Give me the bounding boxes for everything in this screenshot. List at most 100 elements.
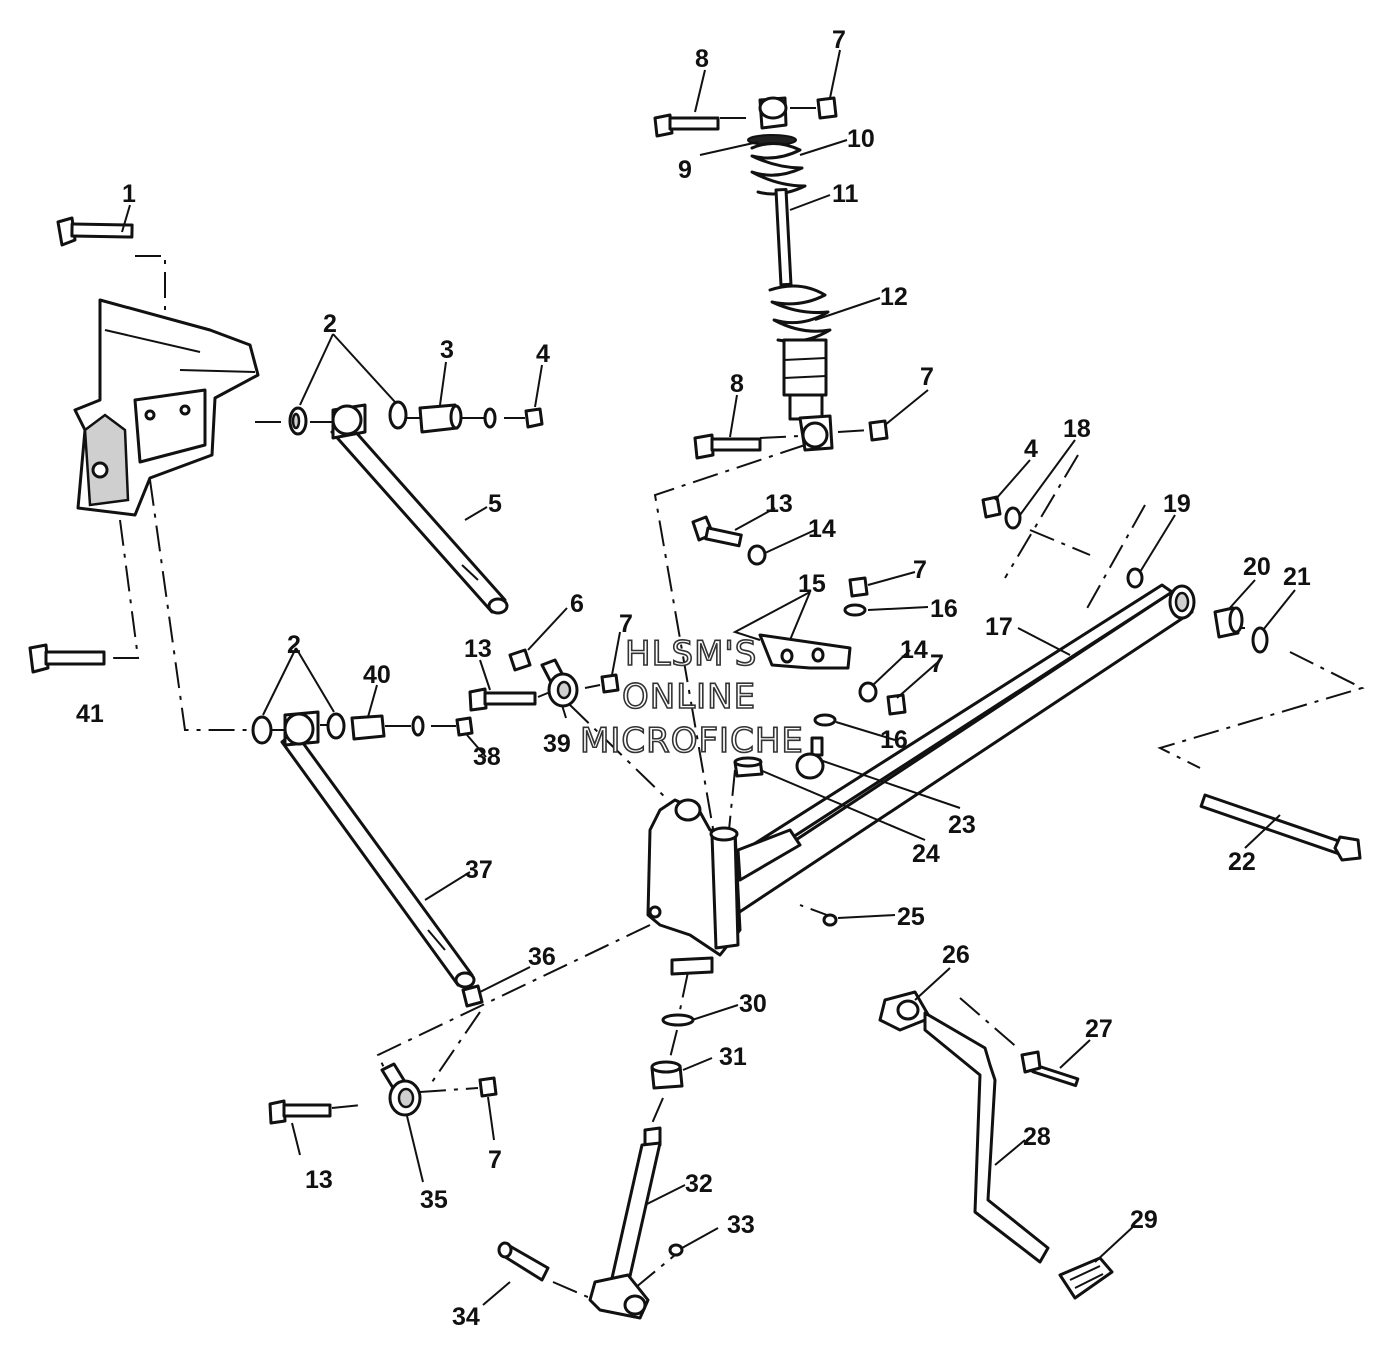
callout-13-mid: 13 [464, 635, 492, 663]
callout-7-shock-top: 7 [832, 26, 846, 54]
callout-7-shock-bottom: 7 [920, 363, 934, 391]
callout-14-upper: 14 [808, 515, 836, 543]
callout-labels: 1 2 3 4 5 6 7 8 9 10 11 12 8 7 4 18 13 1… [76, 26, 1311, 1331]
callout-13-upper: 13 [765, 490, 793, 518]
tie-rod-end-23 [795, 736, 825, 780]
callout-24: 24 [912, 840, 940, 868]
callout-20: 20 [1243, 553, 1271, 581]
callout-9: 9 [678, 156, 692, 184]
callout-27: 27 [1085, 1015, 1113, 1043]
washer-14-lower [858, 681, 878, 703]
callout-22: 22 [1228, 848, 1256, 876]
bushings-2-upper [288, 400, 408, 436]
callout-23: 23 [948, 811, 976, 839]
callout-41: 41 [76, 700, 104, 728]
callout-16-upper: 16 [930, 595, 958, 623]
spindle-housing [646, 798, 802, 976]
callout-31: 31 [719, 1043, 747, 1071]
nut-7-lower [478, 1076, 498, 1098]
pedal-arm-28 [923, 1011, 1050, 1264]
callout-4-upper: 4 [536, 340, 550, 368]
callout-37: 37 [465, 856, 493, 884]
sleeve-3 [418, 403, 463, 434]
callout-34: 34 [452, 1303, 480, 1331]
bolt-13-mid [468, 687, 537, 712]
callout-11: 11 [832, 180, 859, 208]
callout-7-lower: 7 [488, 1146, 502, 1174]
callout-10: 10 [847, 125, 875, 153]
callout-3: 3 [440, 336, 454, 364]
nut-36 [461, 984, 484, 1008]
watermark-line-2: ONLINE [622, 677, 756, 717]
callout-17: 17 [985, 613, 1013, 641]
callout-30: 30 [739, 990, 767, 1018]
bolt-13-lower [268, 1099, 332, 1125]
bolt-41 [28, 643, 106, 674]
watermark-line-3: MICROFICHE [580, 721, 804, 761]
callout-12: 12 [880, 283, 908, 311]
nut-38 [455, 716, 474, 737]
sleeve-40 [350, 714, 386, 741]
callout-8-top: 8 [695, 45, 709, 73]
washer-18 [1004, 506, 1022, 530]
nut-7-shock-top [816, 96, 838, 120]
grease-fitting-33 [668, 1243, 684, 1257]
washer-14-upper [747, 544, 767, 566]
nut-4-upper [524, 407, 544, 429]
callout-2-lower: 2 [287, 631, 301, 659]
washer-19 [1126, 567, 1144, 589]
spacer-16-upper [843, 603, 867, 617]
callout-15: 15 [798, 570, 826, 598]
grease-fitting-25 [822, 913, 838, 927]
callout-leaders [121, 49, 1296, 1306]
callout-35: 35 [420, 1186, 448, 1214]
callout-7-bracket: 7 [913, 556, 927, 584]
spindle-32 [588, 1126, 662, 1320]
ring-21 [1251, 626, 1269, 654]
oring-upper [483, 407, 497, 429]
pivot-26 [878, 990, 932, 1032]
callout-28: 28 [1023, 1123, 1051, 1151]
nut-7-mid [600, 673, 620, 694]
bushing-20 [1213, 606, 1244, 639]
callout-25: 25 [897, 903, 925, 931]
bushings-2-lower [251, 712, 346, 745]
ring-30 [661, 1013, 695, 1027]
nut-7-shock-bottom [868, 419, 889, 442]
callout-13-lower: 13 [305, 1166, 333, 1194]
bushing-24 [733, 756, 764, 778]
callout-26: 26 [942, 941, 970, 969]
callout-4-right: 4 [1024, 435, 1038, 463]
spacer-16-lower [813, 713, 837, 727]
rod-end-39 [540, 658, 579, 708]
bolt-22 [1199, 793, 1362, 862]
callout-36: 36 [528, 943, 556, 971]
callout-14-lower: 14 [900, 636, 928, 664]
rod-end-35 [380, 1062, 422, 1117]
lower-a-arm [280, 710, 476, 989]
bolt-8-top [653, 113, 720, 138]
callout-39: 39 [543, 730, 571, 758]
bolt-8-lower [693, 433, 762, 460]
callout-18: 18 [1063, 415, 1091, 443]
oring-lower [411, 715, 425, 737]
callout-19: 19 [1163, 490, 1191, 518]
callout-38: 38 [473, 743, 501, 771]
pin-27 [1020, 1050, 1080, 1088]
pin-34 [497, 1241, 550, 1282]
callout-33: 33 [727, 1211, 755, 1239]
watermark: HLSM'S ONLINE MICROFICHE [579, 633, 804, 762]
nut-7-bracket [848, 576, 869, 598]
callout-7-mid: 7 [619, 610, 633, 638]
callout-21: 21 [1283, 563, 1311, 591]
watermark-line-1: HLSM'S [625, 634, 757, 674]
callout-2-upper: 2 [323, 310, 337, 338]
assembly-lines [105, 107, 1365, 1299]
callout-32: 32 [685, 1170, 713, 1198]
shock-absorber [747, 96, 834, 452]
callout-1: 1 [122, 180, 136, 208]
bolt-13-upper [691, 515, 743, 548]
radius-rod [718, 583, 1196, 917]
upper-a-arm [330, 403, 509, 615]
